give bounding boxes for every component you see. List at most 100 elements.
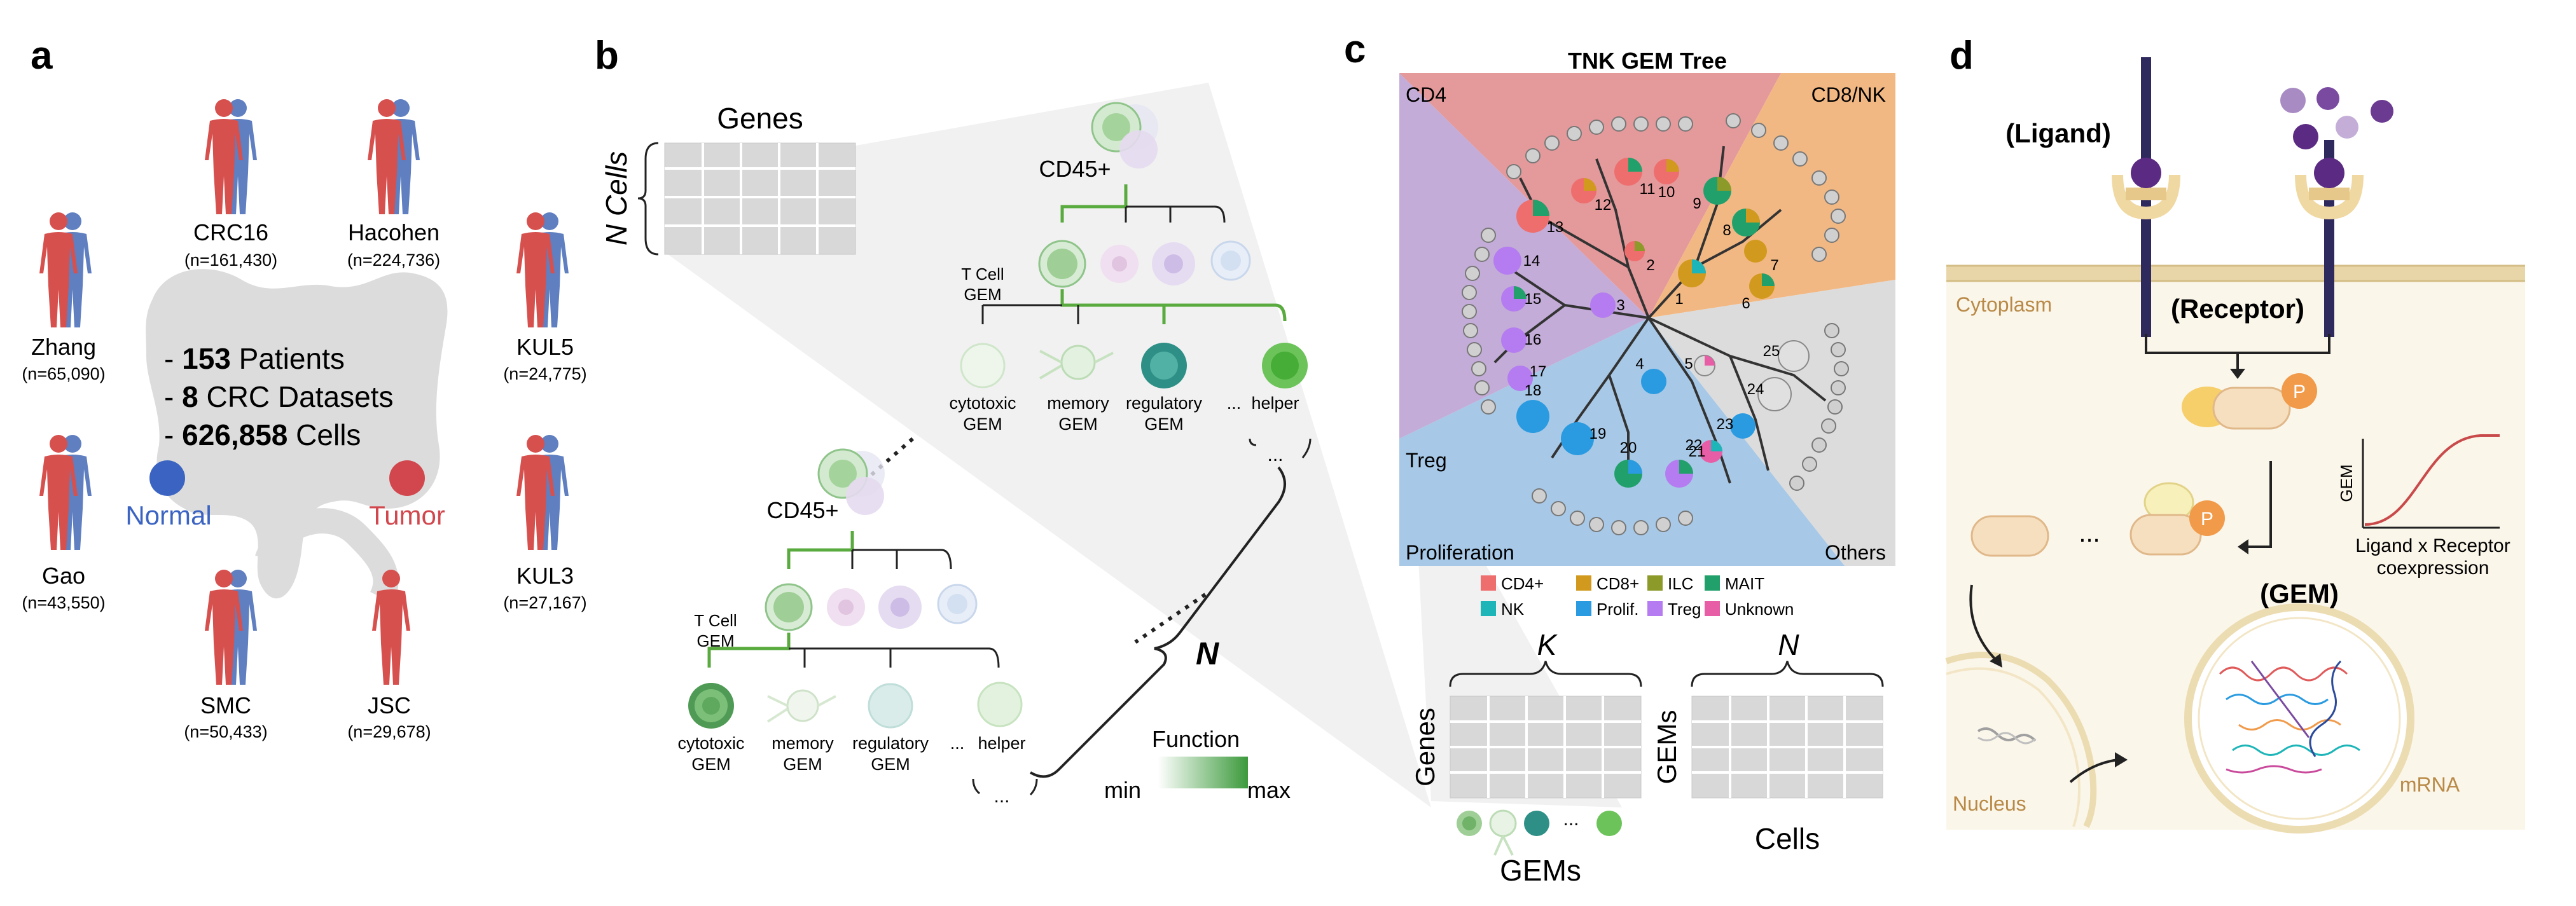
n-label-c: N <box>1778 628 1799 661</box>
sigmoid-inset <box>2362 434 2500 529</box>
membrane <box>1946 266 2525 281</box>
legend-label-treg: Treg <box>1668 600 1701 619</box>
tree-node-17 <box>1507 366 1533 391</box>
node-number-3: 3 <box>1616 297 1624 314</box>
cell-icon-pink-upper <box>1100 245 1139 283</box>
helper-icon-upper <box>1262 343 1308 388</box>
tree-node-3 <box>1590 292 1616 318</box>
tree-node-2 <box>1624 241 1645 261</box>
legend-label-cd4: CD4+ <box>1501 574 1544 593</box>
regulatory-icon-lower <box>868 683 913 729</box>
max-label: max <box>1247 777 1291 803</box>
tree-node-11 <box>1614 158 1642 186</box>
node-number-12: 12 <box>1595 196 1612 214</box>
tree-node-1 <box>1678 259 1706 287</box>
leaf-label-upper-3: helper <box>1251 394 1299 413</box>
tree-node-16 <box>1501 327 1527 353</box>
person-pair-kul5-icon <box>516 212 569 327</box>
p-label-1: P <box>2293 381 2306 402</box>
tree-node-23 <box>1730 413 1755 439</box>
gene-gem-matrix <box>1450 696 1642 799</box>
dataset-name-gao: Gao <box>42 563 85 589</box>
function-label: Function <box>1152 726 1240 752</box>
coexp-line1: Ligand x Receptor <box>2355 535 2510 556</box>
phospho-complex-icon <box>2129 482 2225 556</box>
memory-icon-lower <box>766 689 836 723</box>
cytotoxic-icon-upper <box>960 343 1006 388</box>
panel-b-letter: b <box>595 34 619 78</box>
leaf-sub-upper-0: GEM <box>963 415 1002 434</box>
tcell-label-1-upper: T Cell <box>961 264 1004 284</box>
dataset-name-jsc: JSC <box>368 692 411 718</box>
tree-node-7 <box>1744 240 1767 263</box>
dataset-n-smc: (n=50,433) <box>184 722 267 741</box>
legend-label-prolif: Prolif. <box>1596 600 1638 619</box>
kinase-complex-icon <box>2182 373 2317 430</box>
tree-node-5 <box>1694 355 1715 376</box>
gem-icon-row <box>1457 809 1622 856</box>
tree-node-14 <box>1493 247 1521 275</box>
function-gradient <box>1158 757 1248 788</box>
dataset-name-kul5: KUL5 <box>516 334 574 360</box>
cells-label-c: Cells <box>1755 822 1820 855</box>
leaf-sub-lower-0: GEM <box>691 755 731 774</box>
node-number-19: 19 <box>1589 425 1607 443</box>
node-number-17: 17 <box>1530 363 1547 380</box>
gems-side-label: GEMs <box>1652 710 1682 785</box>
node-number-24: 24 <box>1747 381 1764 398</box>
stat-datasets: - 8 CRC Datasets <box>164 380 393 413</box>
tree-node-12 <box>1571 178 1596 203</box>
nucleus-membrane <box>1945 652 2097 828</box>
node-number-8: 8 <box>1722 222 1731 239</box>
ligand-bound-right-icon <box>2314 158 2344 188</box>
panel-a: a CRC16 (n=161,430) <box>22 34 586 741</box>
dataset-n-kul3: (n=27,167) <box>503 593 586 612</box>
node-number-7: 7 <box>1770 257 1778 274</box>
node-number-13: 13 <box>1547 219 1564 236</box>
cd45-label-lower: CD45+ <box>766 497 838 523</box>
dna-helix-icon <box>1977 727 2037 742</box>
leaf-label-upper-0: cytotoxic <box>949 394 1016 413</box>
gems-label-c: GEMs <box>1500 854 1581 887</box>
tree-node-19 <box>1561 422 1594 455</box>
cell-icon-purple-lower <box>878 586 922 629</box>
gem-mrna-circle <box>2184 603 2414 834</box>
dataset-n-kul5: (n=24,775) <box>503 364 586 383</box>
dataset-n-jsc: (n=29,678) <box>347 722 431 741</box>
node-number-18: 18 <box>1525 382 1542 399</box>
dataset-name-kul3: KUL3 <box>516 563 574 589</box>
tree-node-4 <box>1641 369 1666 394</box>
tree-node-9 <box>1703 177 1731 205</box>
free-ligands-icon <box>2280 87 2393 149</box>
person-pair-kul3-icon <box>516 435 569 550</box>
gem-label: (GEM) <box>2260 579 2339 608</box>
node-number-4: 4 <box>1635 355 1644 373</box>
receptor-label: (Receptor) <box>2171 294 2304 324</box>
tree-node-18 <box>1516 400 1549 433</box>
panel-a-letter: a <box>31 34 53 78</box>
dataset-n-hacohen: (n=224,736) <box>347 251 440 270</box>
tree-node-20 <box>1614 460 1642 488</box>
leaf-sub-lower-2: GEM <box>871 755 910 774</box>
leaf-sub-lower-1: GEM <box>783 755 822 774</box>
tree-node-22 <box>1700 440 1722 463</box>
monomer-icon <box>1970 515 2049 557</box>
p-label-2: P <box>2201 509 2213 530</box>
min-label: min <box>1104 777 1141 803</box>
legend-label-ilc: ILC <box>1668 574 1693 593</box>
complex-ellipsis: ... <box>2079 519 2100 547</box>
nucleus-label: Nucleus <box>1953 792 2026 815</box>
leaf-label-lower-3: helper <box>978 734 1025 753</box>
leaf-sub-upper-2: GEM <box>1144 415 1184 434</box>
receptor-left-icon <box>2112 57 2180 337</box>
cd45-cell-icon-upper <box>1091 102 1158 168</box>
tree-node-8 <box>1732 209 1760 237</box>
node-number-10: 10 <box>1658 184 1675 201</box>
coexp-line2: coexpression <box>2377 558 2489 579</box>
node-number-20: 20 <box>1620 439 1637 456</box>
cytotoxic-icon-lower <box>688 683 734 729</box>
legend-label-nk: NK <box>1501 600 1525 619</box>
n-brace <box>1029 466 1286 778</box>
node-number-5: 5 <box>1684 355 1693 373</box>
